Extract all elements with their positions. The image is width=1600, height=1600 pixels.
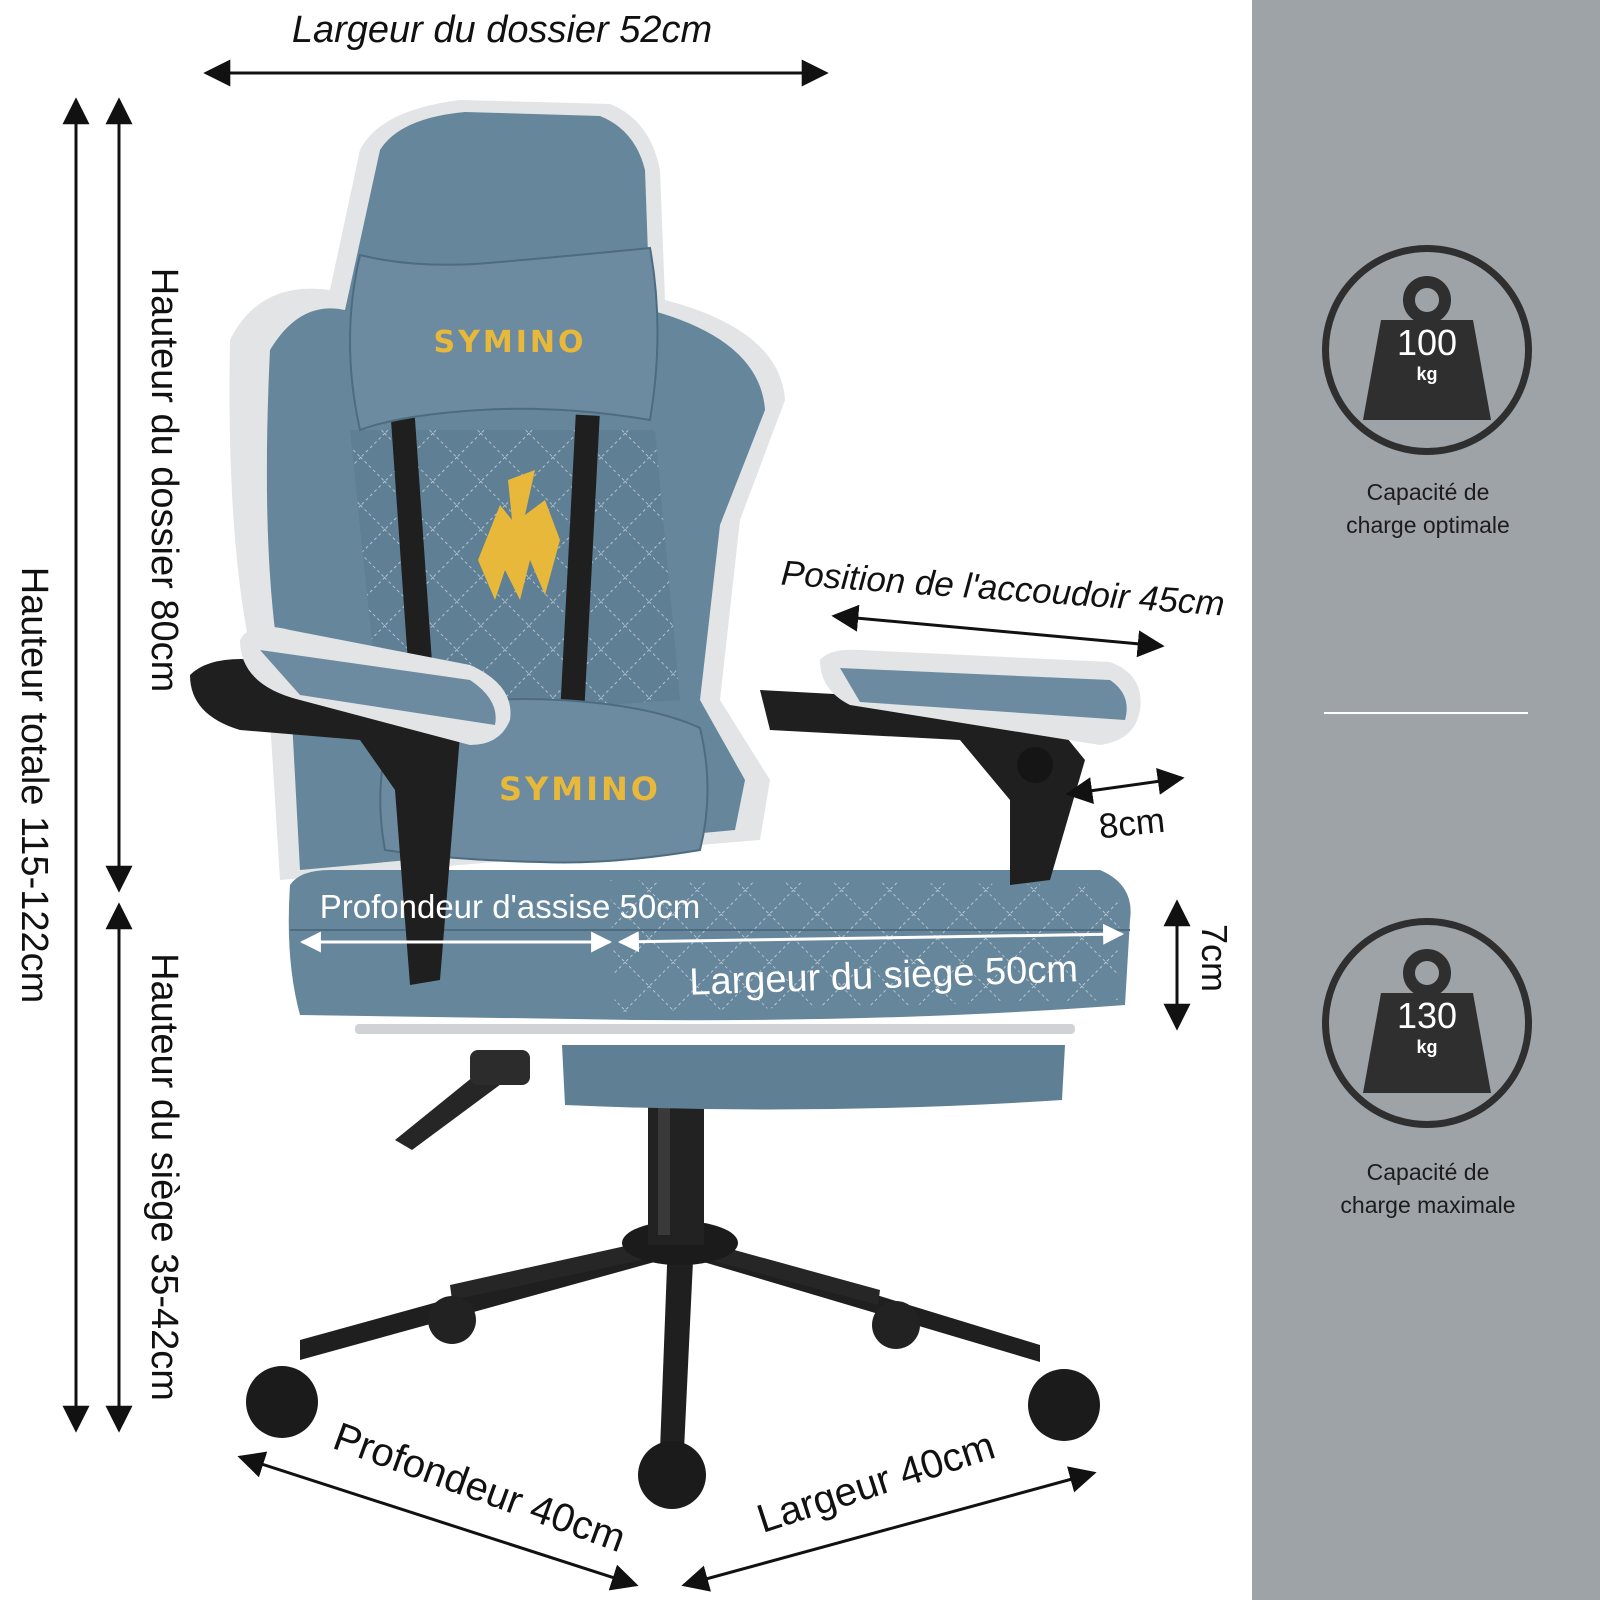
right-armrest <box>760 649 1141 885</box>
maximum-load-label-line2: charge maximale <box>1340 1192 1516 1218</box>
backrest-height-label: Hauteur du dossier 80cm <box>143 268 185 693</box>
maximum-load-label: Capacité de charge maximale <box>1280 1156 1576 1222</box>
seat-thickness-label: 7cm <box>1194 924 1235 992</box>
panel-divider <box>1324 712 1528 714</box>
base-depth-label: Profondeur 40cm <box>328 1415 631 1561</box>
backrest-width-label: Largeur du dossier 52cm <box>292 9 712 51</box>
base-depth-arrow <box>237 1451 639 1591</box>
maximum-load-badge: 130 kg <box>1322 918 1532 1128</box>
gaming-chair-illustration: SYMINO SYMINO <box>190 100 1141 1509</box>
seat-height-label: Hauteur du siège 35-42cm <box>143 953 185 1401</box>
recline-lever <box>395 1050 530 1150</box>
maximum-load-unit: kg <box>1416 1037 1438 1057</box>
chair-base <box>300 1085 1040 1450</box>
seat-arrows <box>299 923 1125 953</box>
headrest-logo: SYMINO <box>434 325 587 360</box>
optimal-load-value: 100 <box>1396 322 1458 363</box>
maximum-load-label-line1: Capacité de <box>1366 1159 1490 1185</box>
weight-icon <box>1363 276 1491 420</box>
armrest-width-arrow <box>1065 768 1185 804</box>
armrest-position-arrow <box>831 604 1165 658</box>
load-capacity-panel <box>1252 0 1600 1600</box>
armrest-width-label: 8cm <box>1097 801 1167 847</box>
maximum-load-value: 130 <box>1396 995 1458 1036</box>
caster-wheels <box>246 1296 1100 1509</box>
weight-icon <box>1363 949 1491 1093</box>
headrest-pillow: SYMINO <box>349 246 659 432</box>
armrest-position-label: Position de l'accoudoir 45cm <box>780 554 1226 624</box>
left-armrest <box>190 626 511 985</box>
base-width-arrow <box>681 1466 1097 1592</box>
optimal-load-badge: 100 kg <box>1322 245 1532 455</box>
base-width-label: Largeur 40cm <box>752 1424 1000 1542</box>
optimal-load-unit: kg <box>1416 364 1438 384</box>
optimal-load-label: Capacité de charge optimale <box>1280 476 1576 542</box>
footrest <box>355 1024 1075 1110</box>
seat-width-arrow <box>617 923 1125 953</box>
gold-emblem <box>478 470 560 600</box>
optimal-load-label-line1: Capacité de <box>1366 479 1490 505</box>
total-height-label: Hauteur totale 115-122cm <box>13 567 55 1004</box>
dimension-arrows <box>62 59 1191 1592</box>
lumbar-logo: SYMINO <box>499 770 661 808</box>
optimal-load-label-line2: charge optimale <box>1346 512 1510 538</box>
seat-depth-label: Profondeur d'assise 50cm <box>320 888 701 925</box>
